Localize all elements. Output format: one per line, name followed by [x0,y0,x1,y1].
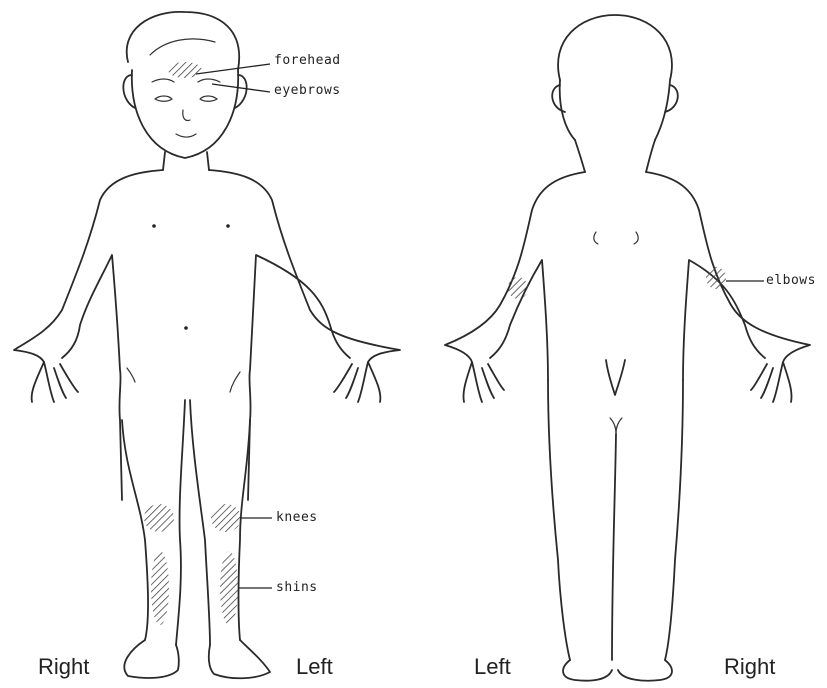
back-figure [445,15,810,681]
front-left-label: Left [296,654,333,680]
back-left-label: Left [474,654,511,680]
elbows-label: elbows [766,273,816,288]
knees-label: knees [276,510,318,525]
left-shin-hatch [220,551,238,625]
eyebrows-leader [212,84,270,92]
eyebrows-label: eyebrows [274,83,341,98]
left-knee-hatch [211,504,241,532]
right-shin-hatch [151,551,169,625]
forehead-hatch [168,62,202,78]
right-elbow-hatch [706,267,726,289]
forehead-label: forehead [274,53,341,68]
back-right-label: Right [724,654,775,680]
left-elbow-hatch [508,277,528,299]
front-figure [14,12,400,678]
shins-label: shins [276,580,318,595]
forehead-leader [196,64,270,74]
right-knee-hatch [144,504,174,532]
front-right-label: Right [38,654,89,680]
